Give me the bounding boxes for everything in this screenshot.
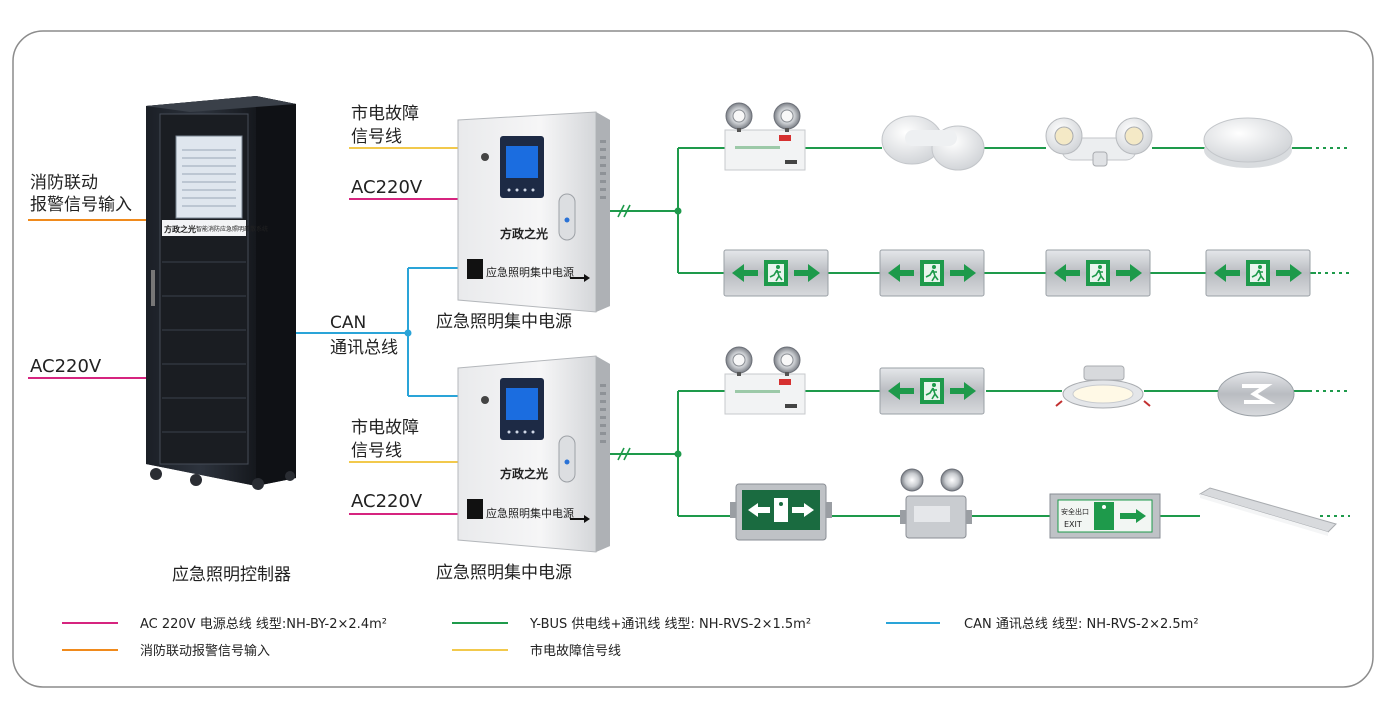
controller-caption: 应急照明控制器 [172, 565, 291, 585]
downlight [1055, 365, 1151, 409]
cabinet-banner-text: 智能消防应急照明疏散系统 [196, 225, 268, 233]
outer-frame [12, 30, 1374, 688]
controller-cabinet: 方政之光 智能消防应急照明疏散系统 [146, 96, 296, 490]
wall-mount-light [881, 115, 985, 171]
controller-ac-label: AC220V [30, 356, 102, 377]
legend-ybus-label: Y-BUS 供电线+通讯线 线型: NH-RVS-2×1.5m² [529, 617, 811, 632]
unit1-fault-label-2: 信号线 [351, 127, 402, 147]
unit2-caption: 应急照明集中电源 [436, 563, 572, 583]
legend: AC 220V 电源总线 线型:NH-BY-2×2.4m² 消防联动报警信号输入… [62, 617, 1199, 659]
floor-indicator-light [1217, 371, 1295, 417]
unit2-ac-label: AC220V [351, 491, 423, 512]
power-unit-2: 市电故障 信号线 AC220V 方政之光 应急照明集中电源 [349, 355, 610, 553]
unit2-fault-label-1: 市电故障 [351, 418, 419, 438]
explosion-proof-exit-sign [730, 483, 832, 541]
unit2-fault-label-2: 信号线 [351, 441, 402, 461]
unit1-handle [558, 193, 576, 241]
safety-exit-en: EXIT [1064, 520, 1082, 529]
exit-sign-4 [1205, 249, 1311, 297]
exit-sign-2 [879, 249, 985, 297]
fire-linkage-input: 消防联动 报警信号输入 [28, 173, 146, 221]
unit2-brand: 方政之光 [500, 466, 548, 481]
can-junction [404, 329, 412, 337]
exit-sign-5 [879, 367, 985, 415]
unit1-brand: 方政之光 [500, 226, 548, 241]
legend-can-label: CAN 通讯总线 线型: NH-RVS-2×2.5m² [964, 617, 1199, 632]
controller-ac-input: AC220V [28, 356, 146, 379]
fire-linkage-label-2: 报警信号输入 [30, 195, 132, 215]
legend-fault-label: 市电故障信号线 [530, 643, 621, 659]
linear-light [1198, 487, 1337, 536]
ybus-junction-2 [674, 450, 682, 458]
unit1-lcd [506, 146, 538, 178]
can-label-1: CAN [330, 313, 366, 333]
twin-spot-light [1045, 117, 1153, 167]
safety-exit-cn: 安全出口 [1061, 507, 1089, 516]
can-label-2: 通讯总线 [330, 338, 398, 358]
explosion-proof-twin-light [900, 468, 972, 539]
unit2-lcd [506, 388, 538, 420]
unit2-handle [558, 435, 576, 483]
exit-sign-1 [723, 249, 829, 297]
cabinet-banner [162, 220, 246, 236]
unit1-sign: 应急照明集中电源 [486, 265, 574, 279]
unit1-fault-label-1: 市电故障 [351, 104, 419, 124]
safety-exit-sign: 安全出口 EXIT [1049, 493, 1161, 539]
power-unit-1: 市电故障 信号线 AC220V 方政之光 应急照明集中电源 [349, 104, 610, 313]
unit1-caption: 应急照明集中电源 [436, 312, 572, 332]
ybus-cable-marks [617, 204, 631, 461]
fire-linkage-label-1: 消防联动 [30, 173, 98, 193]
legend-fire-label: 消防联动报警信号输入 [140, 643, 270, 659]
ybus-junction-1 [674, 207, 682, 215]
exit-sign-3 [1045, 249, 1151, 297]
legend-ac-label: AC 220V 电源总线 线型:NH-BY-2×2.4m² [140, 617, 387, 632]
unit2-sign: 应急照明集中电源 [486, 506, 574, 520]
ceiling-light [1203, 117, 1293, 168]
cabinet-brand: 方政之光 [164, 224, 196, 234]
unit1-ac-label: AC220V [351, 177, 423, 198]
